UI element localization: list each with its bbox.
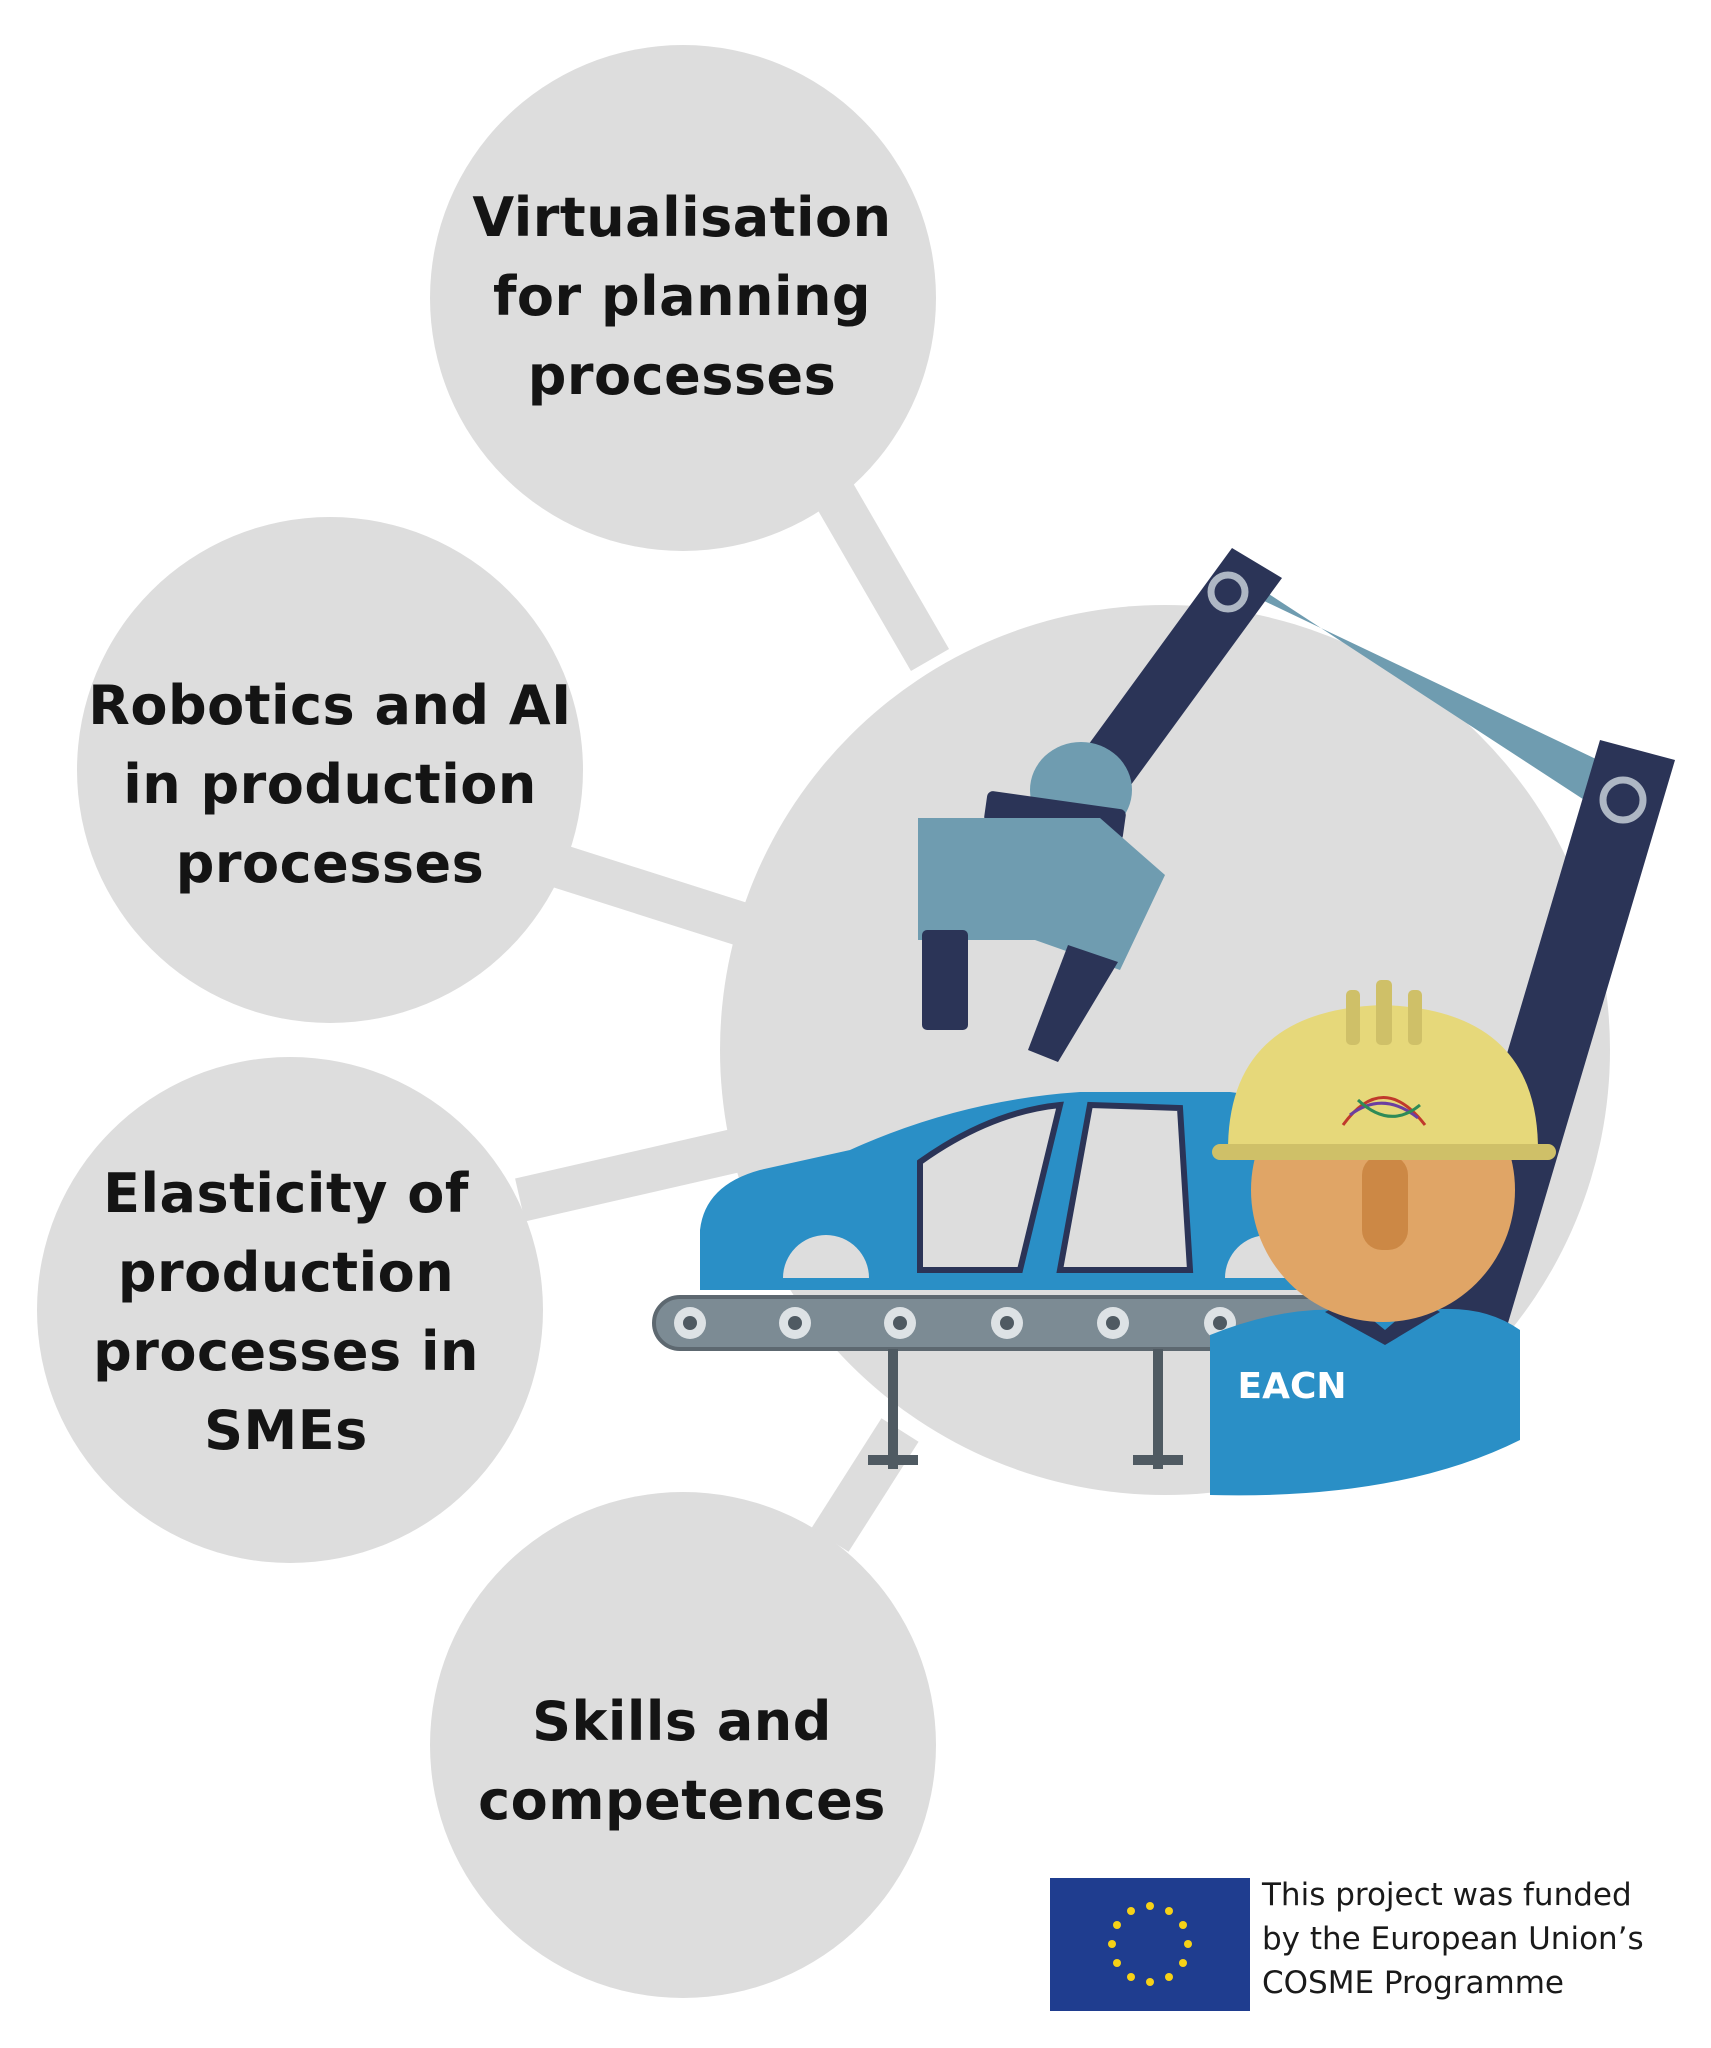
- node-line: Elasticity of: [103, 1162, 469, 1225]
- connector-virtualisation: [800, 458, 950, 672]
- node-circle-skills: [430, 1492, 936, 1998]
- node-line: processes in: [93, 1320, 479, 1383]
- node-line: Virtualisation: [472, 186, 892, 249]
- node-label-elasticity: Elasticity of production processes in SM…: [36, 1154, 536, 1470]
- node-line: Skills and: [532, 1690, 832, 1753]
- node-line: processes: [527, 344, 837, 407]
- car-body-icon: [700, 1092, 1320, 1290]
- node-label-skills: Skills and competences: [432, 1682, 932, 1840]
- node-line: in production: [123, 753, 537, 816]
- funding-line: by the European Union’s: [1262, 1921, 1644, 1957]
- node-line: SMEs: [204, 1399, 368, 1462]
- node-label-virtualisation: Virtualisation for planning processes: [432, 178, 932, 415]
- node-label-robotics: Robotics and AI in production processes: [80, 666, 580, 903]
- funding-line: COSME Programme: [1262, 1965, 1564, 2001]
- node-line: competences: [478, 1769, 886, 1832]
- connector-robotics: [533, 839, 767, 951]
- worker-icon: [1210, 980, 1556, 1496]
- eu-flag-icon: [1050, 1878, 1250, 2011]
- funding-notice: This project was funded by the European …: [1262, 1873, 1702, 2005]
- node-line: processes: [175, 832, 485, 895]
- node-circle-virtualisation: [430, 45, 936, 551]
- node-line: for planning: [492, 265, 872, 328]
- worker-shirt-label: EACN: [1237, 1366, 1346, 1407]
- connector-elasticity: [515, 1123, 765, 1222]
- node-circle-robotics: [77, 517, 583, 1023]
- node-circle-elasticity: [37, 1057, 543, 1563]
- node-line: Robotics and AI: [88, 674, 572, 737]
- funding-line: This project was funded: [1262, 1877, 1632, 1913]
- node-line: production: [117, 1241, 455, 1304]
